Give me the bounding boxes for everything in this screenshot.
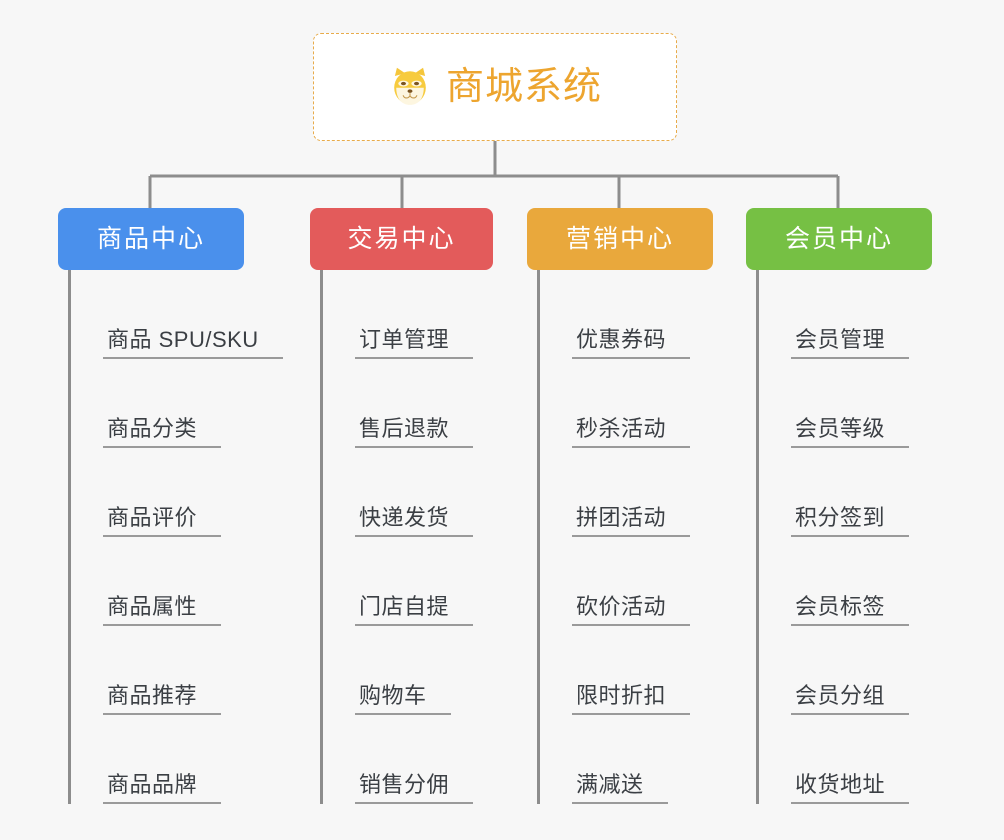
branch-header-label: 营销中心: [565, 224, 674, 253]
root-node[interactable]: 商城系统: [313, 33, 677, 141]
leaf-item-label: 会员管理: [795, 326, 886, 352]
leaf-underline: 会员标签: [791, 593, 910, 626]
leaf-underline: 商品品牌: [103, 771, 222, 804]
leaf-item[interactable]: 会员标签: [759, 537, 932, 626]
leaf-item[interactable]: 会员等级: [759, 359, 932, 448]
shiba-dog-icon: [394, 67, 426, 105]
leaf-item[interactable]: 快递发货: [323, 448, 493, 537]
leaf-item-label: 商品推荐: [107, 682, 198, 708]
leaf-item-label: 售后退款: [359, 415, 450, 441]
leaf-item-label: 限时折扣: [576, 682, 667, 708]
leaf-underline: 商品属性: [103, 593, 222, 626]
leaf-item[interactable]: 销售分佣: [323, 715, 493, 804]
branch-header-marketing-center[interactable]: 营销中心: [527, 208, 713, 270]
branch-header-product-center[interactable]: 商品中心: [58, 208, 244, 270]
leaf-item[interactable]: 商品品牌: [71, 715, 283, 804]
leaf-item[interactable]: 会员分组: [759, 626, 932, 715]
leaf-item[interactable]: 优惠券码: [540, 270, 713, 359]
leaf-underline: 订单管理: [355, 326, 474, 359]
leaf-item[interactable]: 砍价活动: [540, 537, 713, 626]
leaf-item[interactable]: 订单管理: [323, 270, 493, 359]
leaf-underline: 收货地址: [791, 771, 910, 804]
leaf-item-label: 会员等级: [795, 415, 886, 441]
leaf-item-label: 商品分类: [107, 415, 198, 441]
leaf-underline: 购物车: [355, 682, 451, 715]
leaf-item[interactable]: 商品 SPU/SKU: [71, 270, 283, 359]
leaf-item-label: 秒杀活动: [576, 415, 667, 441]
leaf-item[interactable]: 限时折扣: [540, 626, 713, 715]
leaf-underline: 拼团活动: [572, 504, 691, 537]
leaf-item-label: 商品属性: [107, 593, 198, 619]
leaf-underline: 积分签到: [791, 504, 910, 537]
leaf-item-label: 销售分佣: [359, 771, 450, 797]
branch-header-label: 会员中心: [784, 224, 893, 253]
leaf-item-label: 商品品牌: [107, 771, 198, 797]
leaf-item[interactable]: 商品属性: [71, 537, 283, 626]
leaf-list-member-center: 会员管理会员等级积分签到会员标签会员分组收货地址: [756, 270, 932, 804]
leaf-underline: 商品推荐: [103, 682, 222, 715]
leaf-underline: 限时折扣: [572, 682, 691, 715]
branch-column-trade-center: 交易中心订单管理售后退款快递发货门店自提购物车销售分佣: [310, 208, 493, 804]
leaf-underline: 商品分类: [103, 415, 222, 448]
leaf-item[interactable]: 收货地址: [759, 715, 932, 804]
leaf-underline: 商品评价: [103, 504, 222, 537]
leaf-item-label: 满减送: [576, 771, 644, 797]
branch-header-label: 交易中心: [347, 224, 456, 253]
leaf-item-label: 订单管理: [359, 326, 450, 352]
branch-column-product-center: 商品中心商品 SPU/SKU 商品分类商品评价商品属性商品推荐商品品牌: [58, 208, 283, 804]
leaf-underline: 门店自提: [355, 593, 474, 626]
leaf-item-label: 购物车: [359, 682, 427, 708]
leaf-underline: 商品 SPU/SKU: [103, 326, 283, 359]
leaf-item[interactable]: 购物车: [323, 626, 493, 715]
leaf-item[interactable]: 满减送: [540, 715, 713, 804]
leaf-item-label: 快递发货: [359, 504, 450, 530]
leaf-item[interactable]: 售后退款: [323, 359, 493, 448]
leaf-item[interactable]: 商品推荐: [71, 626, 283, 715]
leaf-underline: 会员管理: [791, 326, 910, 359]
leaf-item[interactable]: 积分签到: [759, 448, 932, 537]
leaf-underline: 销售分佣: [355, 771, 474, 804]
branch-header-trade-center[interactable]: 交易中心: [310, 208, 493, 270]
leaf-underline: 优惠券码: [572, 326, 691, 359]
leaf-underline: 秒杀活动: [572, 415, 691, 448]
leaf-list-trade-center: 订单管理售后退款快递发货门店自提购物车销售分佣: [320, 270, 493, 804]
leaf-item[interactable]: 会员管理: [759, 270, 932, 359]
leaf-item[interactable]: 商品分类: [71, 359, 283, 448]
leaf-underline: 会员分组: [791, 682, 910, 715]
leaf-underline: 会员等级: [791, 415, 910, 448]
leaf-item-label: 商品评价: [107, 504, 198, 530]
leaf-item-label: 会员标签: [795, 593, 886, 619]
leaf-item-label: 砍价活动: [576, 593, 667, 619]
root-title: 商城系统: [445, 66, 602, 108]
leaf-item-label: 拼团活动: [576, 504, 667, 530]
leaf-item-label: 商品 SPU/SKU: [107, 326, 259, 352]
leaf-underline: 砍价活动: [572, 593, 691, 626]
leaf-item-label: 会员分组: [795, 682, 886, 708]
branch-column-member-center: 会员中心会员管理会员等级积分签到会员标签会员分组收货地址: [746, 208, 932, 804]
leaf-underline: 快递发货: [355, 504, 474, 537]
leaf-list-marketing-center: 优惠券码秒杀活动拼团活动砍价活动限时折扣满减送: [537, 270, 713, 804]
leaf-list-product-center: 商品 SPU/SKU 商品分类商品评价商品属性商品推荐商品品牌: [68, 270, 283, 804]
leaf-underline: 满减送: [572, 771, 668, 804]
leaf-item-label: 门店自提: [359, 593, 450, 619]
leaf-item-label: 收货地址: [795, 771, 886, 797]
leaf-item[interactable]: 商品评价: [71, 448, 283, 537]
leaf-item-label: 积分签到: [795, 504, 886, 530]
branch-column-marketing-center: 营销中心优惠券码秒杀活动拼团活动砍价活动限时折扣满减送: [527, 208, 713, 804]
leaf-item-label: 优惠券码: [576, 326, 667, 352]
leaf-underline: 售后退款: [355, 415, 474, 448]
leaf-item[interactable]: 拼团活动: [540, 448, 713, 537]
branch-header-label: 商品中心: [96, 224, 205, 253]
leaf-item[interactable]: 秒杀活动: [540, 359, 713, 448]
branch-header-member-center[interactable]: 会员中心: [746, 208, 932, 270]
leaf-item[interactable]: 门店自提: [323, 537, 493, 626]
